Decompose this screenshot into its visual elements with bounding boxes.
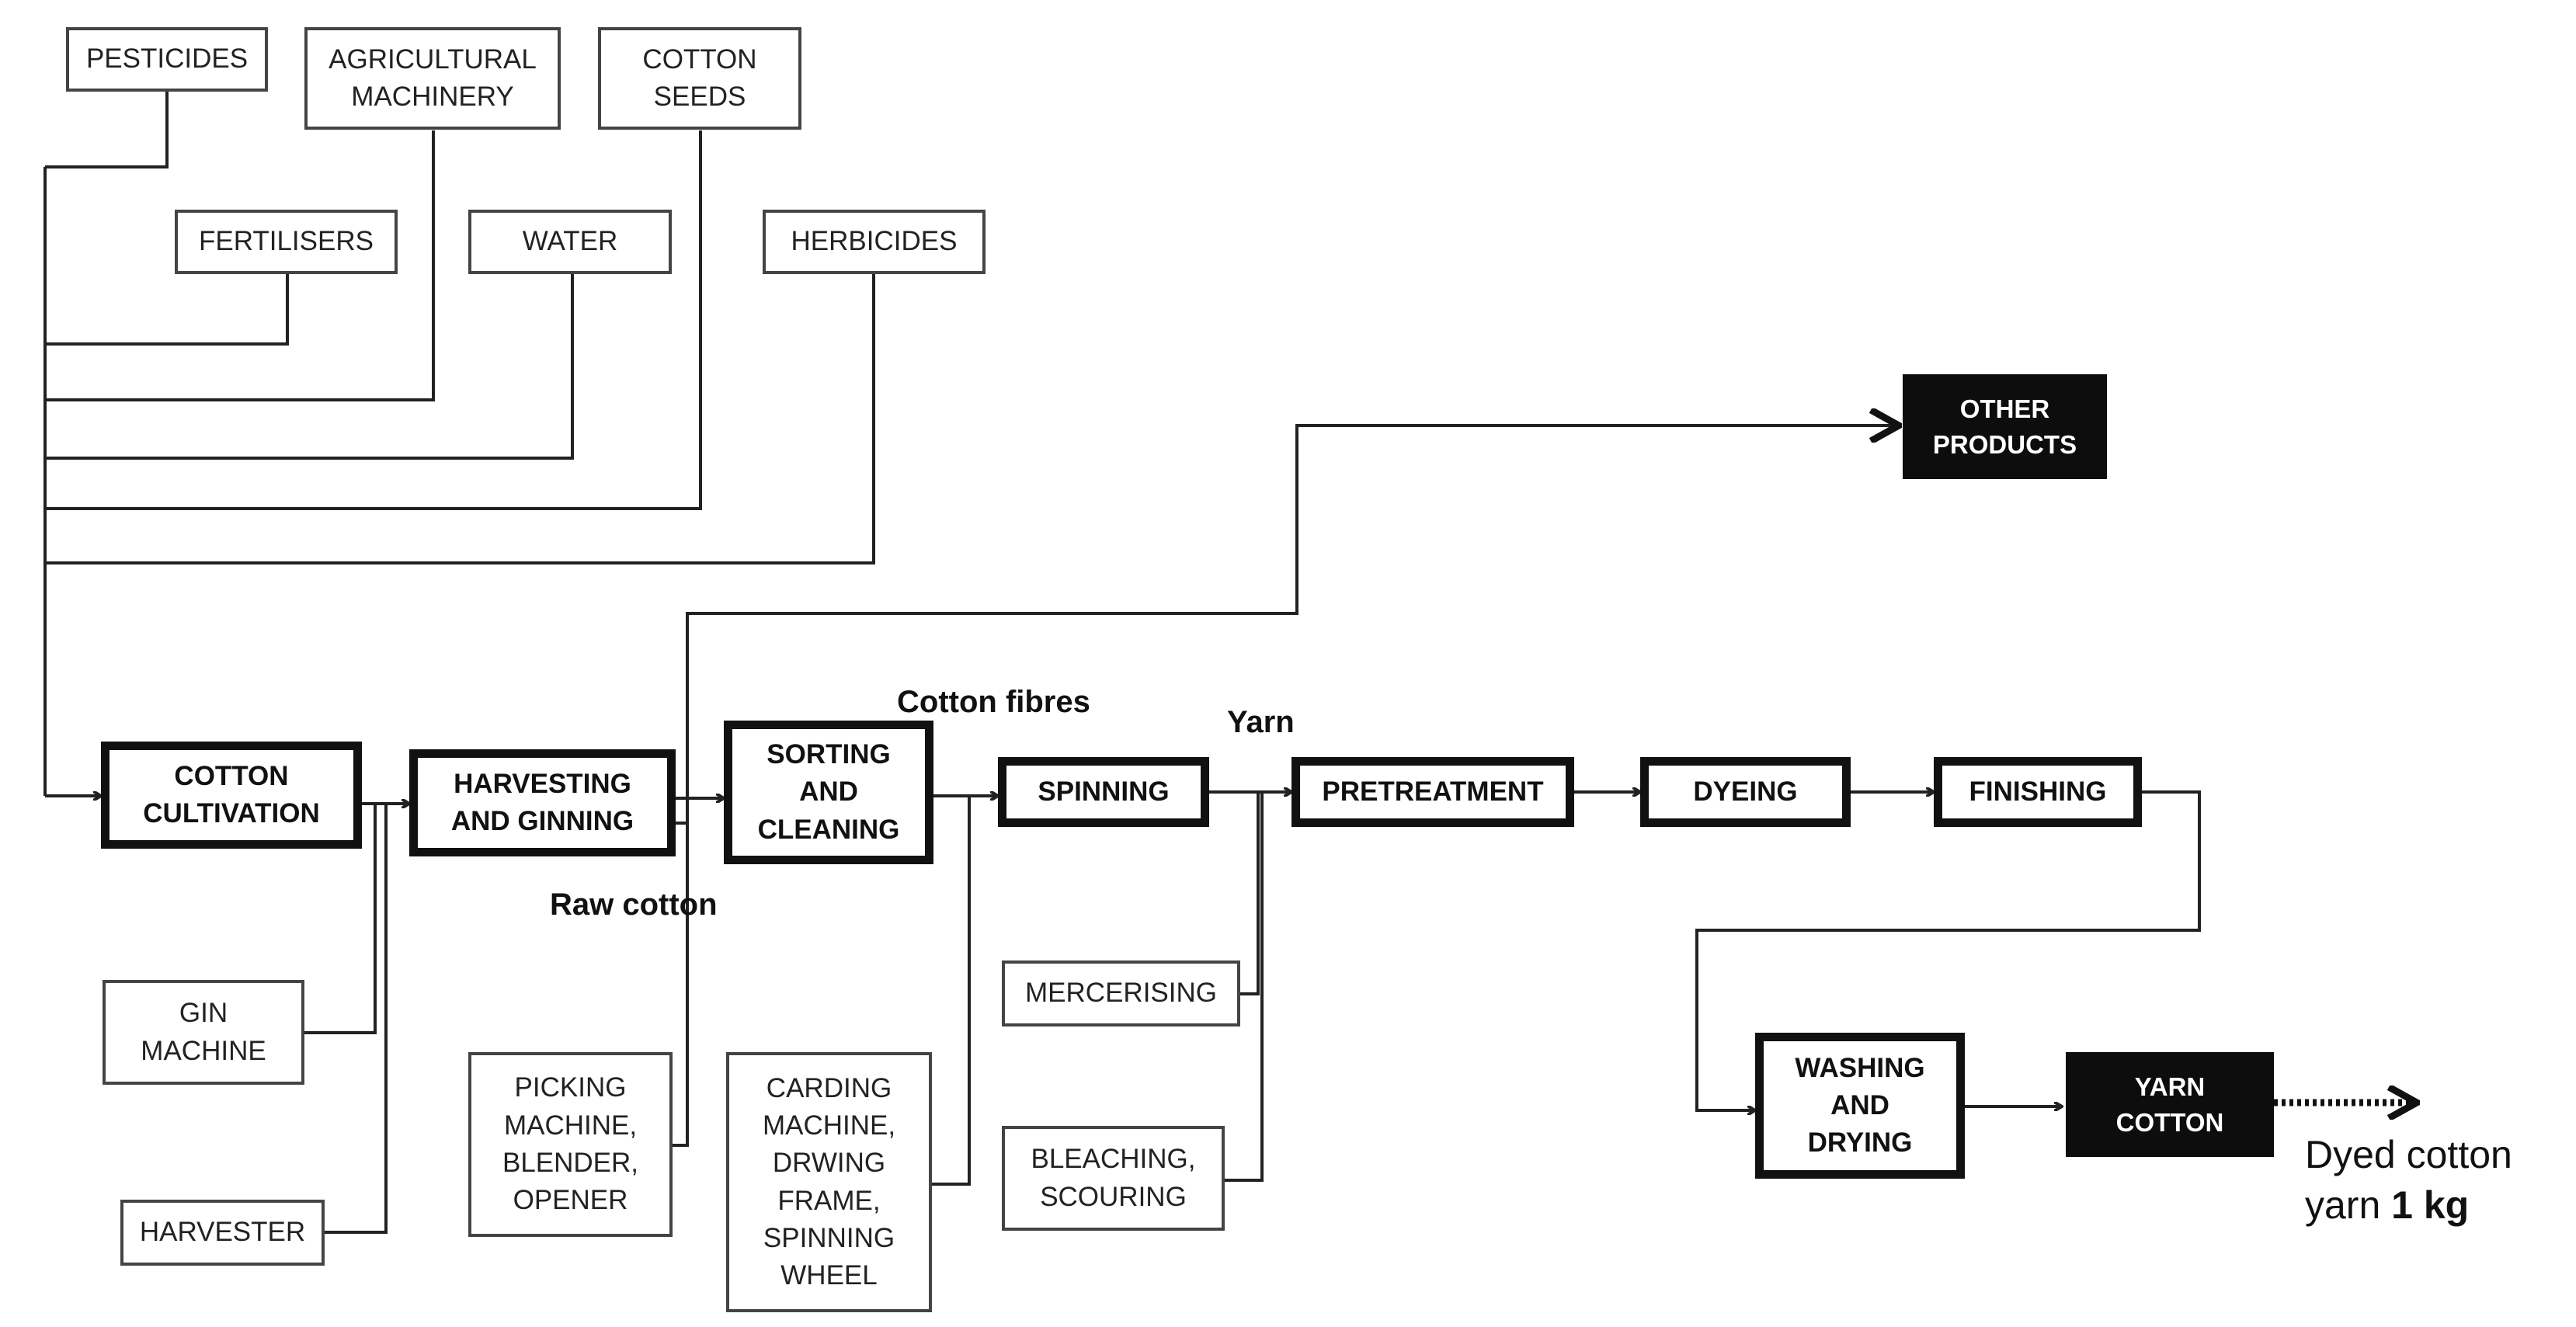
sorting-cleaning-box: SORTING AND CLEANING [724,721,933,864]
mercerising-box: MERCERISING [1002,961,1240,1027]
cotton-fibres-label: Cotton fibres [897,685,1090,719]
fertilisers-box: FERTILISERS [175,210,398,274]
water-box: WATER [468,210,672,274]
carding-machine-box: CARDING MACHINE, DRWING FRAME, SPINNING … [726,1052,932,1312]
finishing-box: FINISHING [1934,757,2142,827]
final-product-quantity: 1 kg [2391,1183,2470,1227]
final-product-line2: yarn 1 kg [2305,1180,2512,1231]
harvesting-ginning-box: HARVESTING AND GINNING [409,749,676,856]
final-product-prefix: yarn [2305,1183,2392,1227]
raw-cotton-label: Raw cotton [550,888,718,922]
pesticides-box: PESTICIDES [66,27,268,92]
cotton-cultivation-box: COTTON CULTIVATION [101,742,362,849]
yarn-label: Yarn [1227,705,1295,739]
washing-drying-box: WASHING AND DRYING [1755,1033,1965,1179]
dyeing-box: DYEING [1640,757,1851,827]
final-product-label: Dyed cotton yarn 1 kg [2305,1130,2512,1231]
gin-machine-box: GIN MACHINE [103,980,304,1085]
pretreatment-box: PRETREATMENT [1291,757,1574,827]
spinning-box: SPINNING [998,757,1209,827]
other-products-box: OTHER PRODUCTS [1903,374,2107,479]
harvester-box: HARVESTER [120,1200,325,1266]
cotton-seeds-box: COTTON SEEDS [598,27,801,130]
bleaching-scouring-box: BLEACHING, SCOURING [1002,1126,1225,1231]
final-product-line1: Dyed cotton [2305,1133,2512,1176]
yarn-cotton-box: YARN COTTON [2066,1052,2274,1157]
picking-machine-box: PICKING MACHINE, BLENDER, OPENER [468,1052,673,1237]
herbicides-box: HERBICIDES [763,210,986,274]
agricultural-machinery-box: AGRICULTURAL MACHINERY [304,27,561,130]
